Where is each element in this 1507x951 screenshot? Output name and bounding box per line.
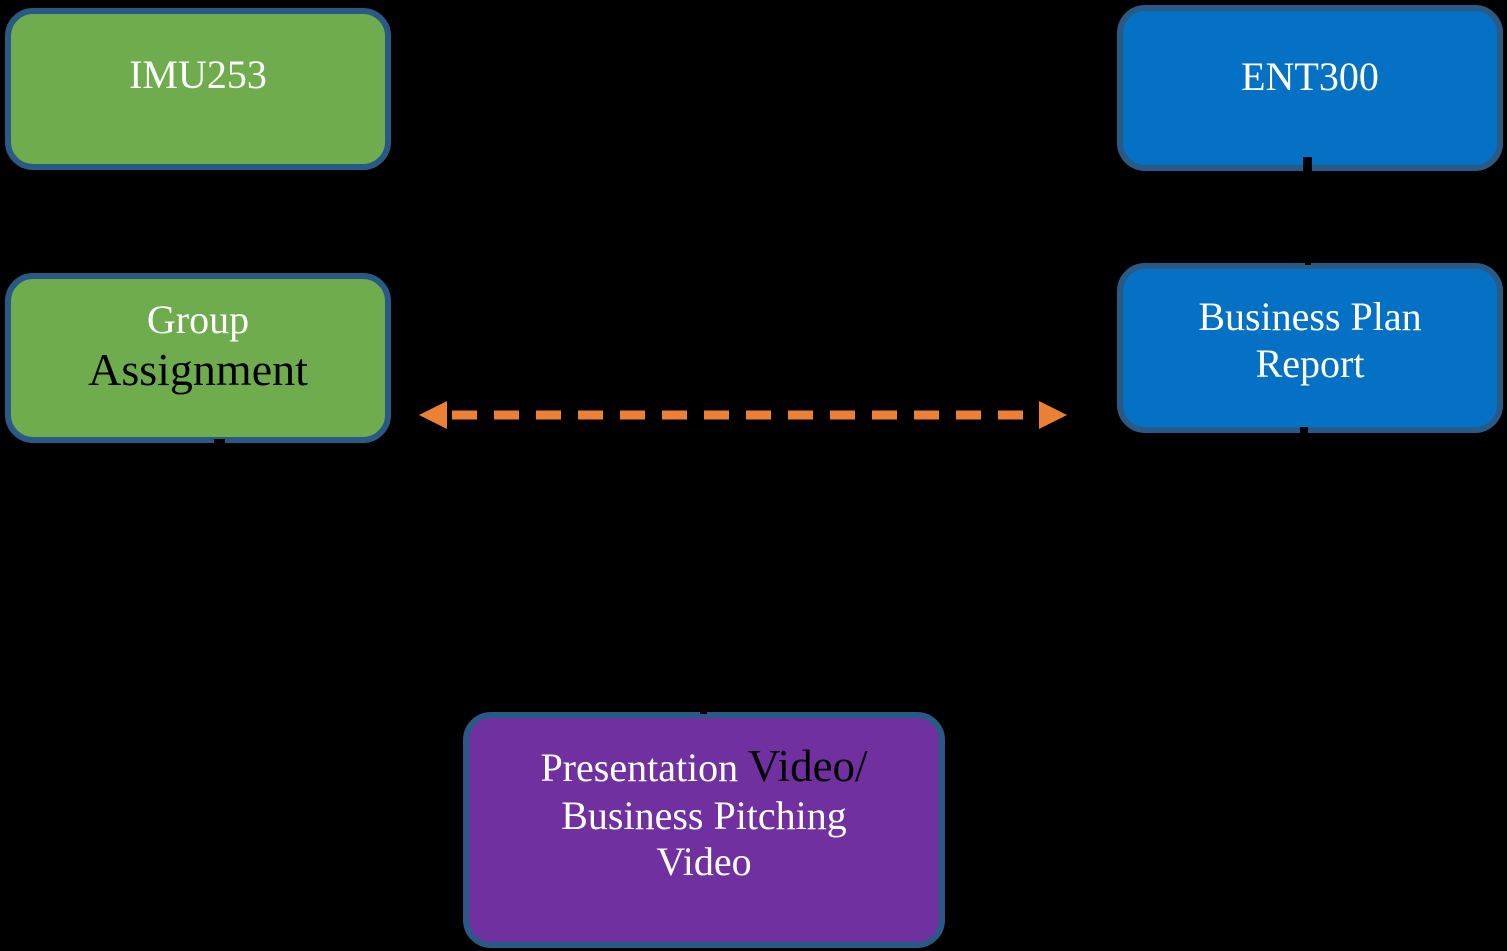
dashed-double-arrow — [419, 401, 1067, 429]
node-ent300: ENT300 — [1117, 5, 1503, 171]
node-ent300-label: ENT300 — [1241, 53, 1379, 99]
connector-stub-presentation-top — [700, 706, 707, 714]
node-presentation-video-line3: Video — [656, 839, 752, 885]
connector-stub-business-plan-top — [1305, 258, 1311, 265]
node-business-plan-report-line1: Business Plan — [1198, 294, 1422, 340]
arrowhead-left-icon — [419, 401, 447, 429]
node-business-plan-report-line2: Report — [1255, 341, 1365, 386]
connector-stub-business-plan-bottom — [1300, 427, 1308, 436]
node-group-assignment-line2: Assignment — [88, 344, 308, 396]
node-presentation-video-line1-black: Video/ — [747, 740, 868, 791]
node-imu253: IMU253 — [5, 8, 391, 170]
node-presentation-video-line2: Business Pitching — [561, 792, 847, 838]
node-business-plan-report: Business Plan Report — [1117, 263, 1503, 433]
connector-stub-ent300-bottom — [1303, 157, 1312, 172]
node-group-assignment: Group Assignment — [5, 273, 391, 443]
node-imu253-label: IMU253 — [129, 51, 267, 97]
connector-stub-group-assignment-bottom — [214, 439, 225, 448]
node-presentation-video-line1-white: Presentation — [540, 744, 739, 790]
arrowhead-right-icon — [1039, 401, 1067, 429]
node-group-assignment-line1: Group — [146, 296, 250, 342]
